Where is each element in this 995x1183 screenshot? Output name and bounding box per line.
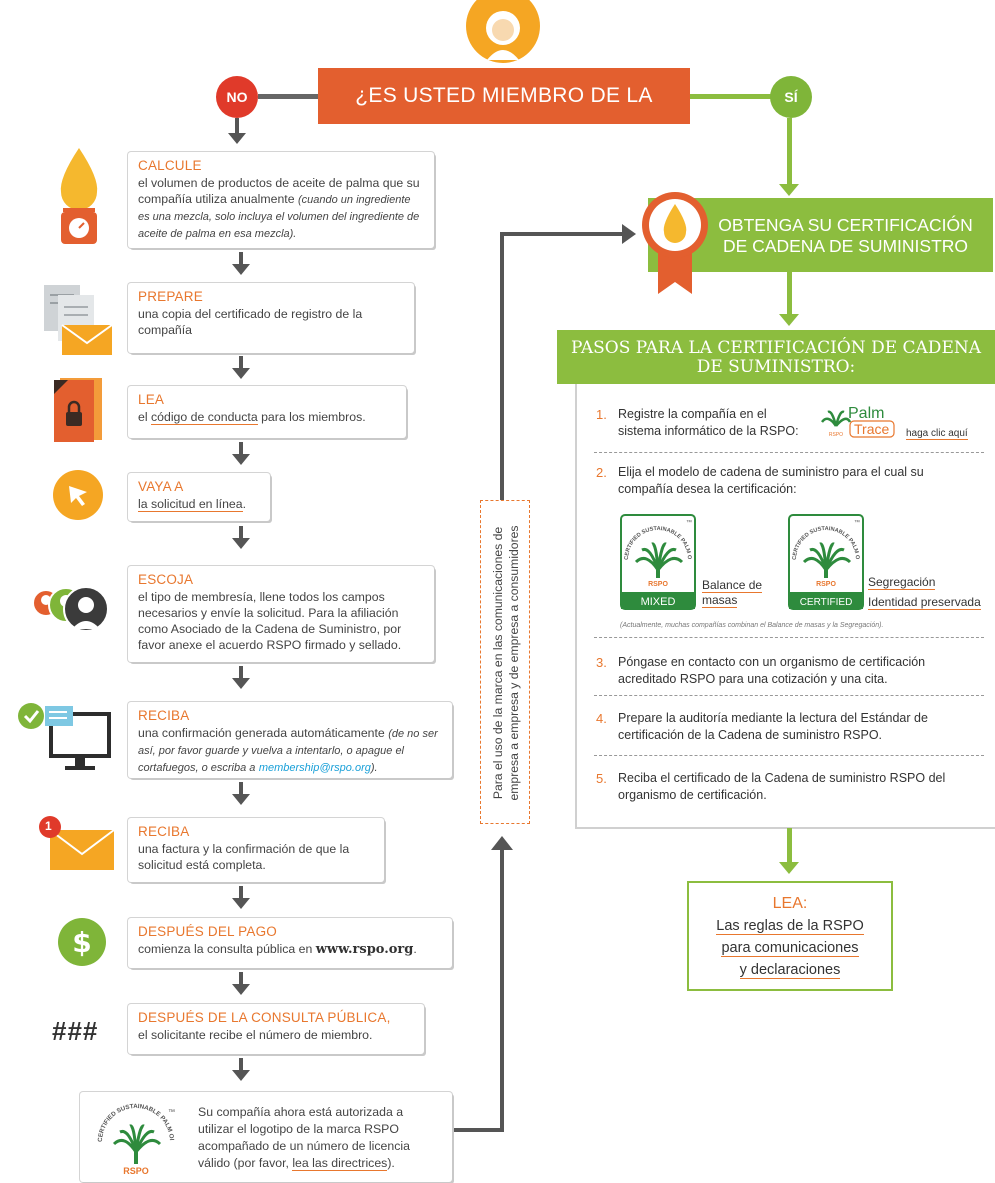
- guidelines-link[interactable]: lea las directrices: [292, 1156, 388, 1171]
- document-envelope-icon: [44, 285, 114, 357]
- step-title: LEA: [138, 392, 165, 407]
- step-despues-consulta: DESPUÉS DE LA CONSULTA PÚBLICA, el solic…: [128, 1004, 424, 1054]
- step-title: PREPARE: [138, 289, 203, 304]
- monitor-check-icon: [17, 700, 117, 776]
- footnote: (Actualmente, muchas compañías combinan …: [620, 622, 884, 629]
- cert-step-5: 5. Reciba el certificado de la Cadena de…: [596, 771, 946, 802]
- step-title: DESPUÉS DEL PAGO: [138, 924, 277, 939]
- step-prepare: PREPARE una copia del certificado de reg…: [128, 283, 414, 353]
- step-title: RECIBA: [138, 708, 190, 723]
- envelope-icon: 1: [36, 816, 120, 872]
- step-lea: LEA el código de conducta para los miemb…: [128, 386, 406, 438]
- step-despues-pago: DESPUÉS DEL PAGO comienza la consulta pú…: [128, 918, 452, 968]
- person-icon: [465, 0, 541, 64]
- svg-text:™: ™: [854, 519, 860, 526]
- oil-scale-icon: [55, 148, 103, 248]
- membership-email-link[interactable]: membership@rspo.org: [258, 762, 371, 774]
- rspo-logo: CERTIFIED SUSTAINABLE PALM OIL RSPO ™: [92, 1097, 178, 1178]
- svg-text:$: $: [72, 926, 91, 959]
- step-title: VAYA A: [138, 479, 184, 494]
- step-note: (cuando un ingrediente es una mezcla, so…: [138, 194, 420, 240]
- step-text: una copia del certificado de registro de…: [138, 307, 363, 337]
- step-calcule: CALCULE el volumen de productos de aceit…: [128, 152, 434, 248]
- svg-text:RSPO: RSPO: [123, 1166, 149, 1176]
- svg-text:™: ™: [168, 1109, 175, 1116]
- cert-step-4: 4. Prepare la auditoría mediante la lect…: [596, 711, 928, 742]
- final-text: Su compañía ahora está autorizada a util…: [198, 1105, 410, 1170]
- final-authorization-box: CERTIFIED SUSTAINABLE PALM OIL RSPO ™ Su…: [80, 1092, 452, 1182]
- no-badge: NO: [216, 76, 258, 118]
- rspo-certified-logo: CERTIFIED SUSTAINABLE PALM OIL RSPO ™ CE…: [786, 510, 864, 610]
- lea-rules-box: LEA: Las reglas de la RSPO para comunica…: [687, 881, 893, 991]
- step-title: DESPUÉS DE LA CONSULTA PÚBLICA,: [138, 1010, 391, 1025]
- svg-text:MIXED: MIXED: [641, 596, 676, 608]
- rspo-website-link[interactable]: www.rspo.org: [315, 942, 414, 957]
- cert-step-3: 3. Póngase en contacto con un organismo …: [596, 655, 926, 686]
- svg-text:RSPO: RSPO: [816, 581, 836, 588]
- rules-link[interactable]: y declaraciones: [739, 962, 841, 979]
- step-text: una factura y la confirmación de que la …: [138, 842, 350, 872]
- svg-text:Palm: Palm: [848, 405, 884, 422]
- step-title: CALCULE: [138, 158, 202, 173]
- palmtrace-logo[interactable]: RSPO Palm Trace: [818, 400, 898, 440]
- step-title: RECIBA: [138, 824, 190, 839]
- step-text: el volumen de productos de aceite de pal…: [138, 176, 420, 206]
- click-here-link[interactable]: haga clic aquí: [906, 428, 968, 440]
- step-text: el tipo de membresía, llene todos los ca…: [138, 590, 402, 652]
- people-icon: [32, 583, 109, 635]
- online-application-link[interactable]: la solicitud en línea: [138, 497, 243, 512]
- step-title: ESCOJA: [138, 572, 194, 587]
- steps-banner: PASOS PARA LA CERTIFICACIÓN DE CADENA DE…: [557, 330, 995, 384]
- step-escoja: ESCOJA el tipo de membresía, llene todos…: [128, 566, 434, 662]
- cert-step-1: 1. Registre la compañía en el sistema in…: [596, 407, 799, 438]
- svg-text:RSPO: RSPO: [648, 581, 668, 588]
- svg-text:™: ™: [686, 519, 692, 526]
- step-vaya: VAYA A la solicitud en línea.: [128, 473, 270, 521]
- step-reciba-factura: RECIBA una factura y la confirmación de …: [128, 818, 384, 882]
- step-reciba-confirmacion: RECIBA una confirmación generada automát…: [128, 702, 452, 778]
- code-of-conduct-link[interactable]: código de conducta: [151, 410, 258, 425]
- dollar-icon: $: [58, 918, 106, 966]
- lea-title: LEA:: [772, 895, 808, 912]
- hash-icon: ###: [52, 1016, 99, 1046]
- rules-link[interactable]: Las reglas de la RSPO: [716, 918, 864, 935]
- yes-badge: SÍ: [770, 76, 812, 118]
- svg-text:Trace: Trace: [854, 421, 889, 437]
- svg-text:CERTIFIED: CERTIFIED: [800, 597, 853, 608]
- notification-count: 1: [45, 819, 52, 833]
- step-text: el solicitante recibe el número de miemb…: [138, 1028, 373, 1042]
- membership-question-banner: ¿ES USTED MIEMBRO DE LA RSPO?: [318, 68, 690, 163]
- cursor-icon: [53, 470, 103, 520]
- rules-link[interactable]: para comunicaciones: [721, 940, 859, 957]
- svg-text:RSPO: RSPO: [829, 432, 843, 438]
- brand-use-note: Para el uso de la marca en las comunicac…: [480, 500, 530, 824]
- cert-step-2: 2. Elija el modelo de cadena de suminist…: [596, 465, 924, 496]
- certificate-ribbon-icon: [640, 190, 710, 294]
- lock-book-icon: [54, 378, 104, 442]
- rspo-mixed-logo: CERTIFIED SUSTAINABLE PALM OIL RSPO ™ MI…: [618, 510, 696, 610]
